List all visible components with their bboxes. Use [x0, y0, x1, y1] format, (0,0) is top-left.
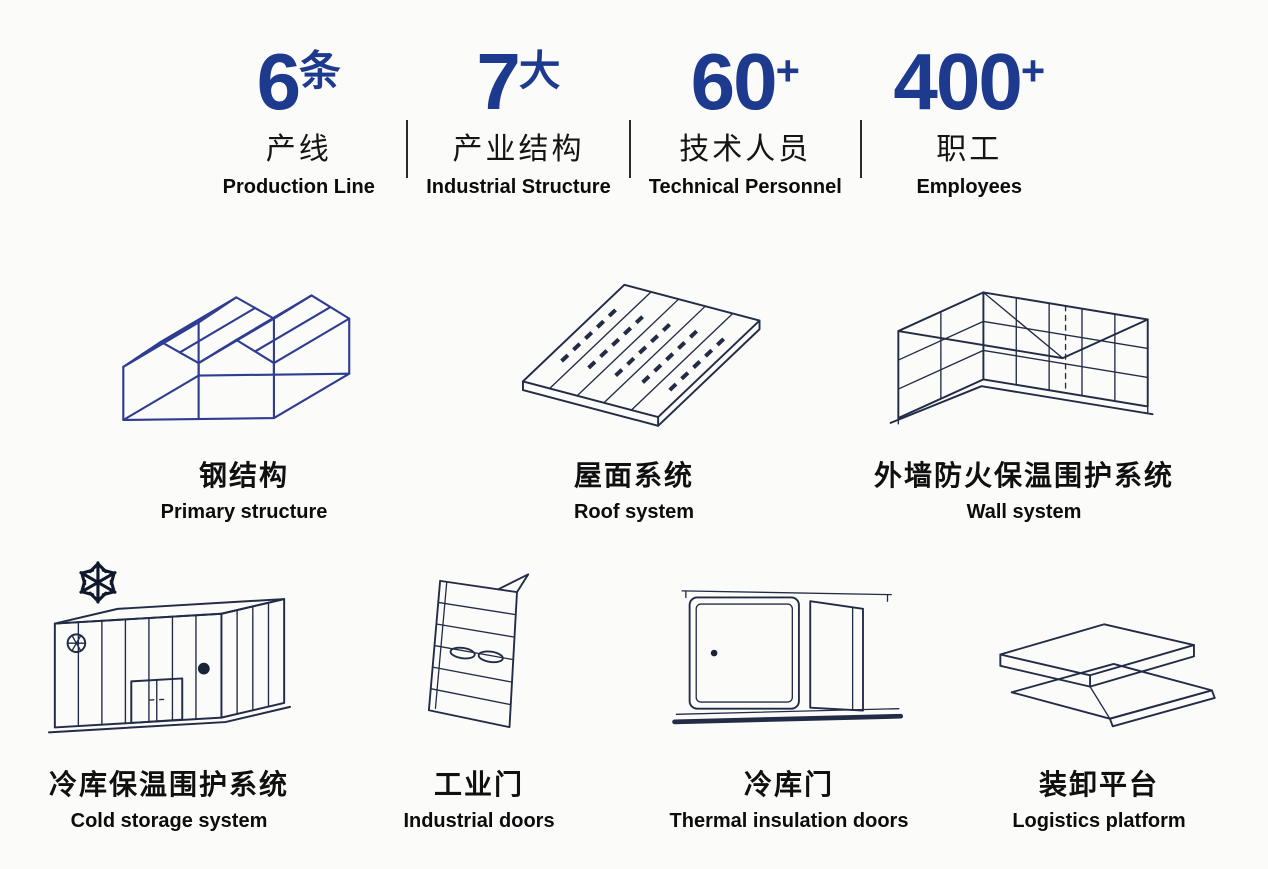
stat-value: 60: [690, 37, 778, 126]
stat-label-zh: 职工: [936, 133, 1003, 166]
insulation-door-icon: [671, 590, 903, 725]
product-label-en: Industrial doors: [403, 810, 555, 832]
stats-band: 6条 产线 Production Line 7大 产业结构 Industrial…: [0, 0, 1268, 199]
divider: [859, 120, 862, 178]
cold-storage-icon: [47, 561, 291, 734]
product-label-en: Wall system: [966, 501, 1082, 523]
stat-number: 6条: [257, 42, 341, 122]
icon-box: [104, 225, 384, 440]
product-roof-system: 屋面系统 Roof system: [439, 225, 829, 524]
icon-box: [879, 225, 1169, 440]
stat-value: 7: [476, 37, 520, 126]
product-label-en: Cold storage system: [70, 810, 268, 832]
product-label-zh: 装卸平台: [1038, 769, 1159, 800]
stat-number: 60+: [691, 42, 800, 122]
icon-box: [667, 544, 912, 749]
product-loading-platform: 装卸平台 Logistics platform: [944, 544, 1254, 833]
product-insulation-door: 冷库门 Thermal insulation doors: [634, 544, 944, 833]
wall-system-icon: [889, 291, 1154, 425]
stat-number: 7大: [476, 42, 560, 122]
product-row-2: 冷库保温围护系统 Cold storage system: [0, 544, 1268, 833]
stat-employees: 400+ 职工 Employees: [862, 42, 1077, 199]
door: [129, 677, 183, 724]
product-label-en: Logistics platform: [1012, 810, 1186, 832]
product-label-en: Thermal insulation doors: [669, 810, 909, 832]
stat-unit: +: [775, 46, 800, 94]
product-label-zh: 冷库保温围护系统: [48, 769, 289, 800]
stat-value: 400: [893, 37, 1022, 126]
product-label-zh: 工业门: [433, 769, 524, 800]
stat-value: 6: [256, 37, 301, 126]
stat-label-en: Employees: [916, 176, 1023, 198]
stat-label-en: Technical Personnel: [648, 176, 842, 198]
product-label-zh: 外墙防火保温围护系统: [873, 460, 1174, 491]
door-handle: [710, 649, 717, 657]
roof-system-icon: [522, 283, 761, 427]
stat-unit: +: [1020, 46, 1046, 94]
product-primary-structure: 钢结构 Primary structure: [49, 225, 439, 524]
icon-box: [367, 544, 592, 749]
loading-platform-icon: [998, 623, 1216, 728]
product-label-en: Roof system: [573, 501, 695, 523]
stat-unit: 条: [299, 46, 341, 94]
stat-industrial-structure: 7大 产业结构 Industrial Structure: [408, 42, 628, 199]
stat-number: 400+: [893, 42, 1045, 122]
stat-label-en: Production Line: [222, 176, 375, 198]
divider: [628, 120, 631, 178]
stat-label-en: Industrial Structure: [426, 176, 611, 198]
product-wall-system: 外墙防火保温围护系统 Wall system: [829, 225, 1219, 524]
product-row-1: 钢结构 Primary structure: [0, 225, 1268, 524]
fan-icon: [197, 662, 210, 675]
stat-unit: 大: [518, 46, 561, 94]
icon-box: [37, 544, 302, 749]
industrial-door-icon: [427, 573, 529, 729]
product-label-zh: 冷库门: [743, 769, 834, 800]
divider: [406, 120, 409, 178]
stat-label-zh: 产业结构: [452, 133, 585, 166]
product-label-zh: 屋面系统: [573, 460, 694, 491]
product-cold-storage: 冷库保温围护系统 Cold storage system: [14, 544, 324, 833]
icon-box: [972, 544, 1227, 749]
stat-label-zh: 技术人员: [679, 133, 812, 166]
stat-production-lines: 6条 产线 Production Line: [191, 42, 406, 199]
product-industrial-door: 工业门 Industrial doors: [324, 544, 634, 833]
snowflake-icon: [78, 561, 117, 604]
product-label-zh: 钢结构: [198, 460, 289, 491]
icon-box: [494, 225, 774, 440]
steel-structure-icon: [122, 294, 351, 422]
stat-technical-personnel: 60+ 技术人员 Technical Personnel: [631, 42, 860, 199]
product-label-en: Primary structure: [160, 501, 328, 523]
stat-label-zh: 产线: [265, 133, 332, 166]
fan-icon: [66, 633, 86, 653]
